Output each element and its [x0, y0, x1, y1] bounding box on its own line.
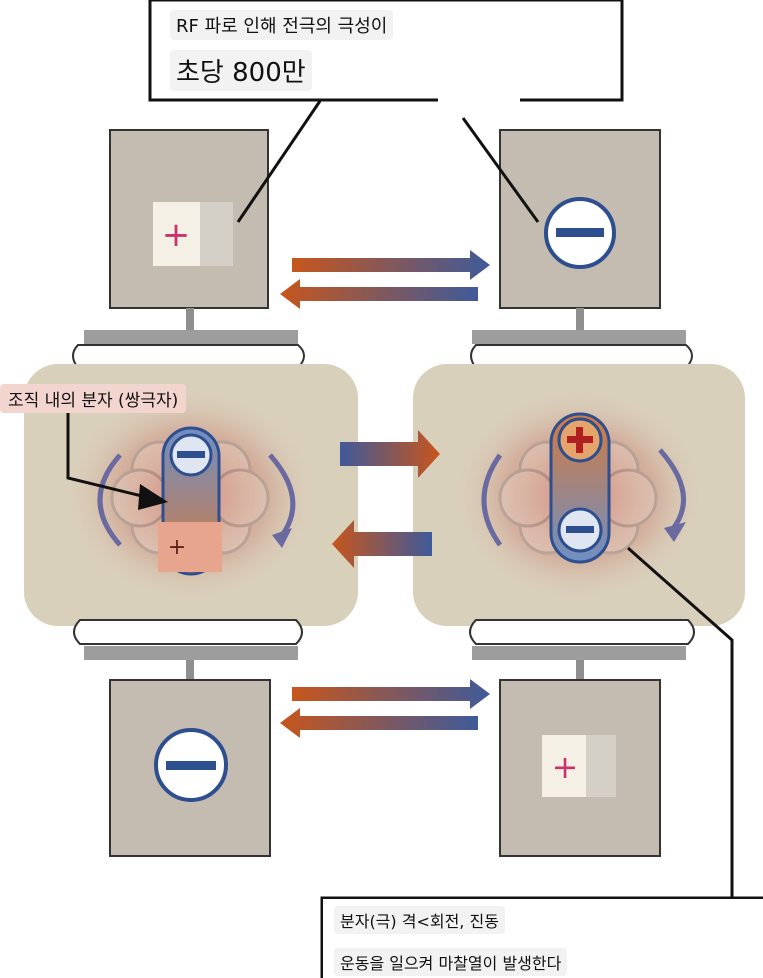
leader-line: [236, 100, 322, 223]
plus-sign: +: [552, 748, 579, 786]
plus-sign: +: [168, 535, 186, 560]
tissue-right: [413, 364, 745, 626]
leader-line: [461, 117, 540, 223]
electrode-top-left: +: [72, 129, 305, 369]
molecule-label: 조직 내의 분자 (쌍극자): [0, 384, 187, 413]
callout-top-line1: RF 파로 인해 전극의 극성이: [170, 10, 394, 40]
callout-bottom-line1: 분자(극) 격<회전, 진동: [334, 906, 505, 934]
electrode-bottom-left: [73, 619, 303, 857]
plus-sign: +: [162, 215, 191, 255]
callout-bottom-line2: 운동을 일으켜 마찰열이 발생한다: [334, 948, 568, 976]
polarity-arrows-bottom: [280, 679, 490, 738]
electrode-bottom-right: +: [469, 619, 695, 857]
tissue-left: +: [24, 364, 358, 626]
leader-line: [627, 546, 734, 898]
polarity-arrows-top: [280, 250, 490, 309]
electrode-top-right: [470, 129, 693, 369]
molecule-leader: [66, 410, 168, 510]
callout-top-line2: 초당 800만: [170, 50, 312, 91]
polarity-arrows-middle: [332, 430, 440, 568]
